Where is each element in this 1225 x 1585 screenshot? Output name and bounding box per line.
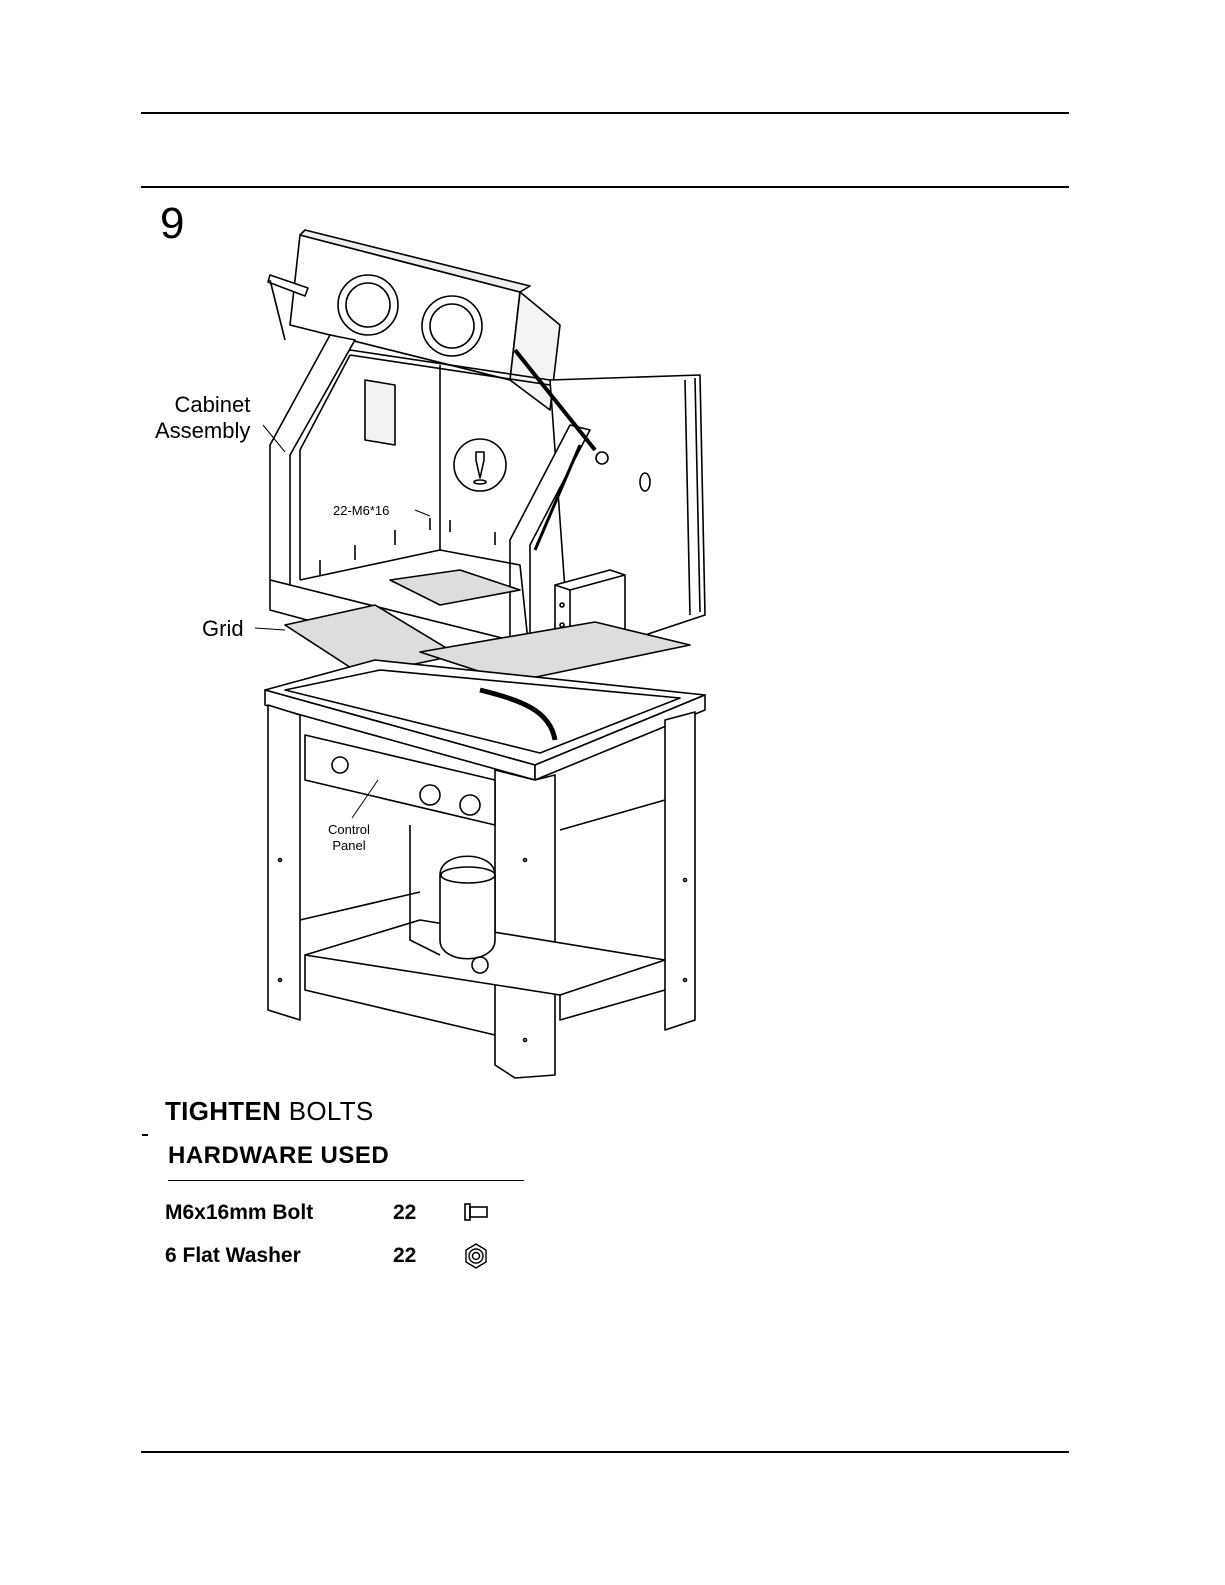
instruction-rest: BOLTS	[281, 1096, 373, 1126]
hardware-qty: 22	[393, 1244, 416, 1268]
hardware-name: 6 Flat Washer	[165, 1244, 301, 1268]
instruction-text: TIGHTEN BOLTS	[165, 1096, 374, 1127]
hardware-name: M6x16mm Bolt	[165, 1201, 313, 1225]
header-rule-top	[141, 112, 1069, 114]
hardware-qty: 22	[393, 1201, 416, 1225]
hardware-row: 6 Flat Washer 22	[165, 1244, 525, 1272]
instruction-bold: TIGHTEN	[165, 1096, 281, 1126]
leader-bolts	[415, 510, 430, 516]
hardware-rule	[168, 1180, 524, 1181]
callout-cabinet-assembly: Cabinet Assembly	[155, 392, 250, 444]
bolt-icon	[461, 1199, 491, 1225]
assembly-drawing	[140, 220, 740, 1090]
footer-rule	[141, 1451, 1069, 1453]
callout-grid: Grid	[202, 616, 244, 642]
leader-grid	[255, 628, 285, 630]
callout-control-panel: Control Panel	[328, 822, 370, 854]
washer-icon	[461, 1242, 491, 1270]
callout-bolts: 22-M6*16	[333, 503, 389, 519]
header-rule-bottom	[141, 186, 1069, 188]
hardware-row: M6x16mm Bolt 22	[165, 1201, 525, 1229]
margin-mark	[142, 1134, 148, 1136]
hardware-title: HARDWARE USED	[168, 1142, 389, 1170]
